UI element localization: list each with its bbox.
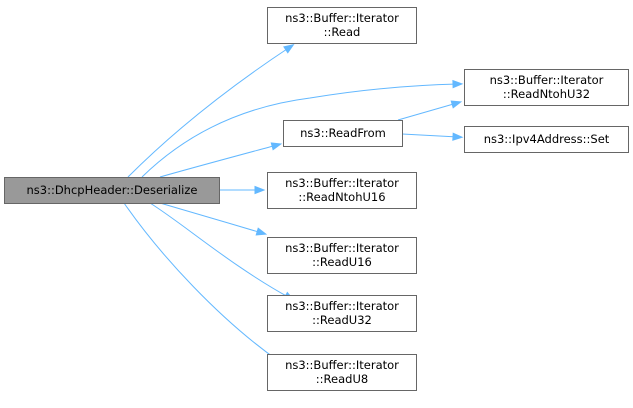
node-box [464, 126, 629, 153]
edge-arrowhead [255, 227, 268, 236]
edge-arrowhead [452, 79, 464, 89]
edge-readfrom-to-readntohu32 [397, 100, 463, 121]
node-readfrom[interactable]: ns3::ReadFrom [283, 120, 403, 147]
node-label-line: ns3::Buffer::Iterator [490, 73, 604, 87]
edge-deserialize-to-readntohu16 [219, 185, 266, 195]
node-deserialize[interactable]: ns3::DhcpHeader::Deserialize [4, 177, 220, 204]
edge-arrowhead [452, 132, 464, 141]
node-label-line: ns3::Buffer::Iterator [285, 11, 399, 25]
edge-arrowhead [450, 100, 463, 109]
edge-deserialize-to-readfrom [159, 142, 283, 178]
node-label-line: ::ReadU16 [312, 255, 372, 269]
edge-line [141, 83, 459, 178]
edge-readfrom-to-ipv4set [401, 132, 464, 141]
root-node-box [4, 177, 220, 204]
edge-arrowhead [270, 142, 283, 151]
node-box [464, 69, 629, 106]
edge-line [127, 46, 291, 178]
node-box [267, 354, 417, 391]
edge-line [123, 202, 281, 363]
node-read[interactable]: ns3::Buffer::Iterator::Read [267, 7, 417, 44]
node-label-line: ::ReadU8 [316, 372, 368, 386]
node-readntohu16[interactable]: ns3::Buffer::Iterator::ReadNtohU16 [267, 172, 417, 209]
edge-line [159, 144, 278, 178]
edge-deserialize-to-readu8 [123, 202, 285, 366]
edge-line [159, 202, 263, 234]
node-box [267, 295, 417, 332]
node-box [267, 7, 417, 44]
node-label-line: ::ReadNtohU16 [298, 190, 385, 204]
node-label-line: ns3::Buffer::Iterator [285, 358, 399, 372]
node-box [267, 172, 417, 209]
edge-line [401, 133, 459, 138]
node-ipv4set[interactable]: ns3::Ipv4Address::Set [464, 126, 629, 153]
node-label-line: ns3::DhcpHeader::Deserialize [26, 183, 197, 197]
node-label-line: ns3::Buffer::Iterator [285, 176, 399, 190]
node-label-line: ::ReadNtohU32 [503, 87, 590, 101]
node-label-line: ns3::Ipv4Address::Set [484, 132, 610, 146]
edge-deserialize-to-read [127, 44, 295, 178]
node-label-line: ns3::Buffer::Iterator [285, 299, 399, 313]
node-readu32[interactable]: ns3::Buffer::Iterator::ReadU32 [267, 295, 417, 332]
node-label-line: ns3::Buffer::Iterator [285, 241, 399, 255]
node-readu8[interactable]: ns3::Buffer::Iterator::ReadU8 [267, 354, 417, 391]
edge-arrowhead [254, 185, 266, 195]
node-label-line: ::ReadU32 [312, 313, 372, 327]
node-readu16[interactable]: ns3::Buffer::Iterator::ReadU16 [267, 237, 417, 274]
edge-arrowhead [283, 44, 295, 54]
edge-deserialize-to-readu16 [159, 202, 268, 236]
node-box [267, 237, 417, 274]
node-label-line: ::Read [324, 25, 361, 39]
edge-line [149, 202, 291, 299]
node-label-line: ns3::ReadFrom [300, 126, 386, 140]
node-box [283, 120, 403, 147]
edges-layer [123, 44, 464, 366]
nodes-layer: ns3::DhcpHeader::Deserializens3::Buffer:… [4, 7, 629, 391]
edge-deserialize-to-readntohu32 [141, 79, 464, 178]
node-readntohu32[interactable]: ns3::Buffer::Iterator::ReadNtohU32 [464, 69, 629, 106]
edge-line [397, 102, 458, 121]
